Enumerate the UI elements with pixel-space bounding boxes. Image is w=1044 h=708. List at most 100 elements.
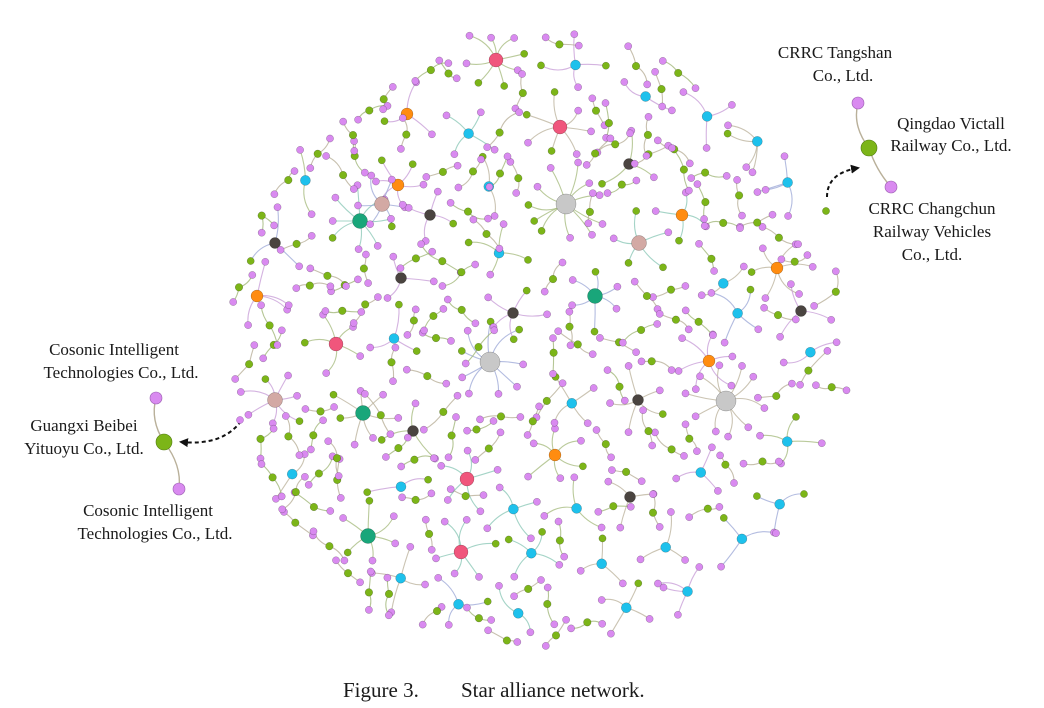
leaf-node[interactable] [515, 325, 524, 334]
pink-hub-node[interactable] [459, 471, 475, 487]
leaf-node[interactable] [758, 244, 767, 253]
leaf-node[interactable] [383, 573, 392, 582]
leaf-node[interactable] [651, 428, 659, 437]
orange-hub-node[interactable] [250, 289, 264, 303]
link-firm-node[interactable] [343, 569, 353, 578]
leaf-node[interactable] [554, 517, 563, 526]
leaf-node[interactable] [389, 252, 398, 261]
leaf-node[interactable] [832, 338, 841, 347]
leaf-node[interactable] [560, 552, 569, 561]
leaf-node[interactable] [761, 185, 770, 194]
leaf-node[interactable] [439, 305, 448, 313]
leaf-node[interactable] [486, 270, 495, 279]
leaf-node[interactable] [363, 488, 372, 497]
leaf-node[interactable] [250, 341, 259, 349]
leaf-node[interactable] [674, 367, 683, 375]
leaf-node[interactable] [248, 271, 257, 279]
leaf-node[interactable] [518, 70, 526, 78]
leaf-node[interactable] [812, 381, 820, 390]
leaf-node[interactable] [632, 176, 641, 185]
leaf-node[interactable] [483, 143, 492, 152]
leaf-node[interactable] [774, 457, 783, 466]
leaf-node[interactable] [427, 545, 436, 554]
link-firm-node[interactable] [348, 131, 358, 140]
link-firm-node[interactable] [585, 207, 594, 216]
leaf-node[interactable] [579, 462, 587, 471]
leaf-node[interactable] [742, 163, 751, 172]
link-firm-node[interactable] [583, 618, 592, 627]
leaf-node[interactable] [537, 576, 545, 584]
leaf-node[interactable] [780, 152, 789, 161]
leaf-node[interactable] [577, 436, 585, 445]
link-firm-node[interactable] [364, 588, 373, 597]
leaf-node[interactable] [357, 308, 366, 316]
leaf-node[interactable] [495, 581, 503, 590]
leaf-node[interactable] [608, 466, 616, 474]
leaf-node[interactable] [667, 366, 676, 374]
leaf-node[interactable] [574, 158, 582, 167]
leaf-node[interactable] [354, 245, 363, 254]
leaf-node[interactable] [500, 82, 509, 90]
leaf-node[interactable] [609, 234, 618, 243]
link-firm-node[interactable] [790, 257, 799, 266]
leaf-node[interactable] [526, 628, 535, 637]
link-firm-node[interactable] [431, 334, 441, 343]
leaf-node[interactable] [479, 491, 488, 499]
leaf-node[interactable] [516, 413, 525, 421]
leaf-node[interactable] [791, 315, 800, 324]
leaf-node[interactable] [513, 382, 521, 391]
leaf-node[interactable] [295, 451, 304, 460]
blue-hub-node[interactable] [395, 572, 406, 584]
link-firm-node[interactable] [365, 106, 374, 115]
leaf-node[interactable] [591, 267, 600, 276]
leaf-node[interactable] [758, 223, 767, 231]
link-firm-node[interactable] [313, 149, 322, 158]
leaf-node[interactable] [246, 257, 255, 265]
leaf-node[interactable] [463, 326, 472, 335]
leaf-node[interactable] [412, 347, 421, 355]
leaf-node[interactable] [598, 179, 606, 188]
leaf-node[interactable] [592, 426, 601, 434]
leaf-node[interactable] [328, 234, 337, 242]
leaf-node[interactable] [273, 203, 282, 212]
leaf-node[interactable] [433, 187, 442, 196]
leaf-node[interactable] [374, 293, 382, 301]
leaf-node[interactable] [331, 193, 340, 202]
leaf-node[interactable] [458, 373, 467, 382]
leaf-node[interactable] [398, 200, 407, 209]
leaf-node[interactable] [711, 427, 720, 436]
leaf-node[interactable] [626, 129, 634, 138]
leaf-node[interactable] [524, 256, 532, 264]
leaf-node[interactable] [373, 242, 382, 250]
leaf-node[interactable] [444, 453, 453, 462]
leaf-node[interactable] [587, 127, 595, 136]
leaf-node[interactable] [406, 542, 415, 551]
leaf-node[interactable] [384, 611, 393, 620]
leaf-node[interactable] [461, 359, 470, 368]
link-firm-node[interactable] [804, 366, 813, 375]
leaf-node[interactable] [372, 177, 380, 186]
leaf-node[interactable] [634, 579, 643, 588]
leaf-node[interactable] [402, 365, 411, 374]
leaf-node[interactable] [538, 528, 546, 536]
link-firm-node[interactable] [774, 233, 783, 242]
dark-hub-node[interactable] [424, 209, 436, 221]
blue-hub-node[interactable] [752, 136, 763, 147]
link-firm-node[interactable] [256, 434, 265, 443]
leaf-node[interactable] [499, 220, 508, 228]
leaf-node[interactable] [723, 129, 732, 138]
crrc-tangshan-node[interactable] [851, 96, 865, 110]
leaf-node[interactable] [366, 343, 375, 352]
leaf-node[interactable] [387, 222, 396, 231]
leaf-node[interactable] [494, 390, 503, 398]
leaf-node[interactable] [354, 115, 362, 124]
leaf-node[interactable] [309, 527, 318, 536]
link-firm-node[interactable] [679, 165, 688, 174]
leaf-node[interactable] [367, 171, 376, 180]
leaf-node[interactable] [366, 220, 374, 229]
blue-hub-node[interactable] [774, 498, 785, 510]
leaf-node[interactable] [568, 301, 576, 310]
link-firm-node[interactable] [591, 106, 601, 115]
leaf-node[interactable] [383, 294, 392, 302]
leaf-node[interactable] [658, 410, 667, 418]
